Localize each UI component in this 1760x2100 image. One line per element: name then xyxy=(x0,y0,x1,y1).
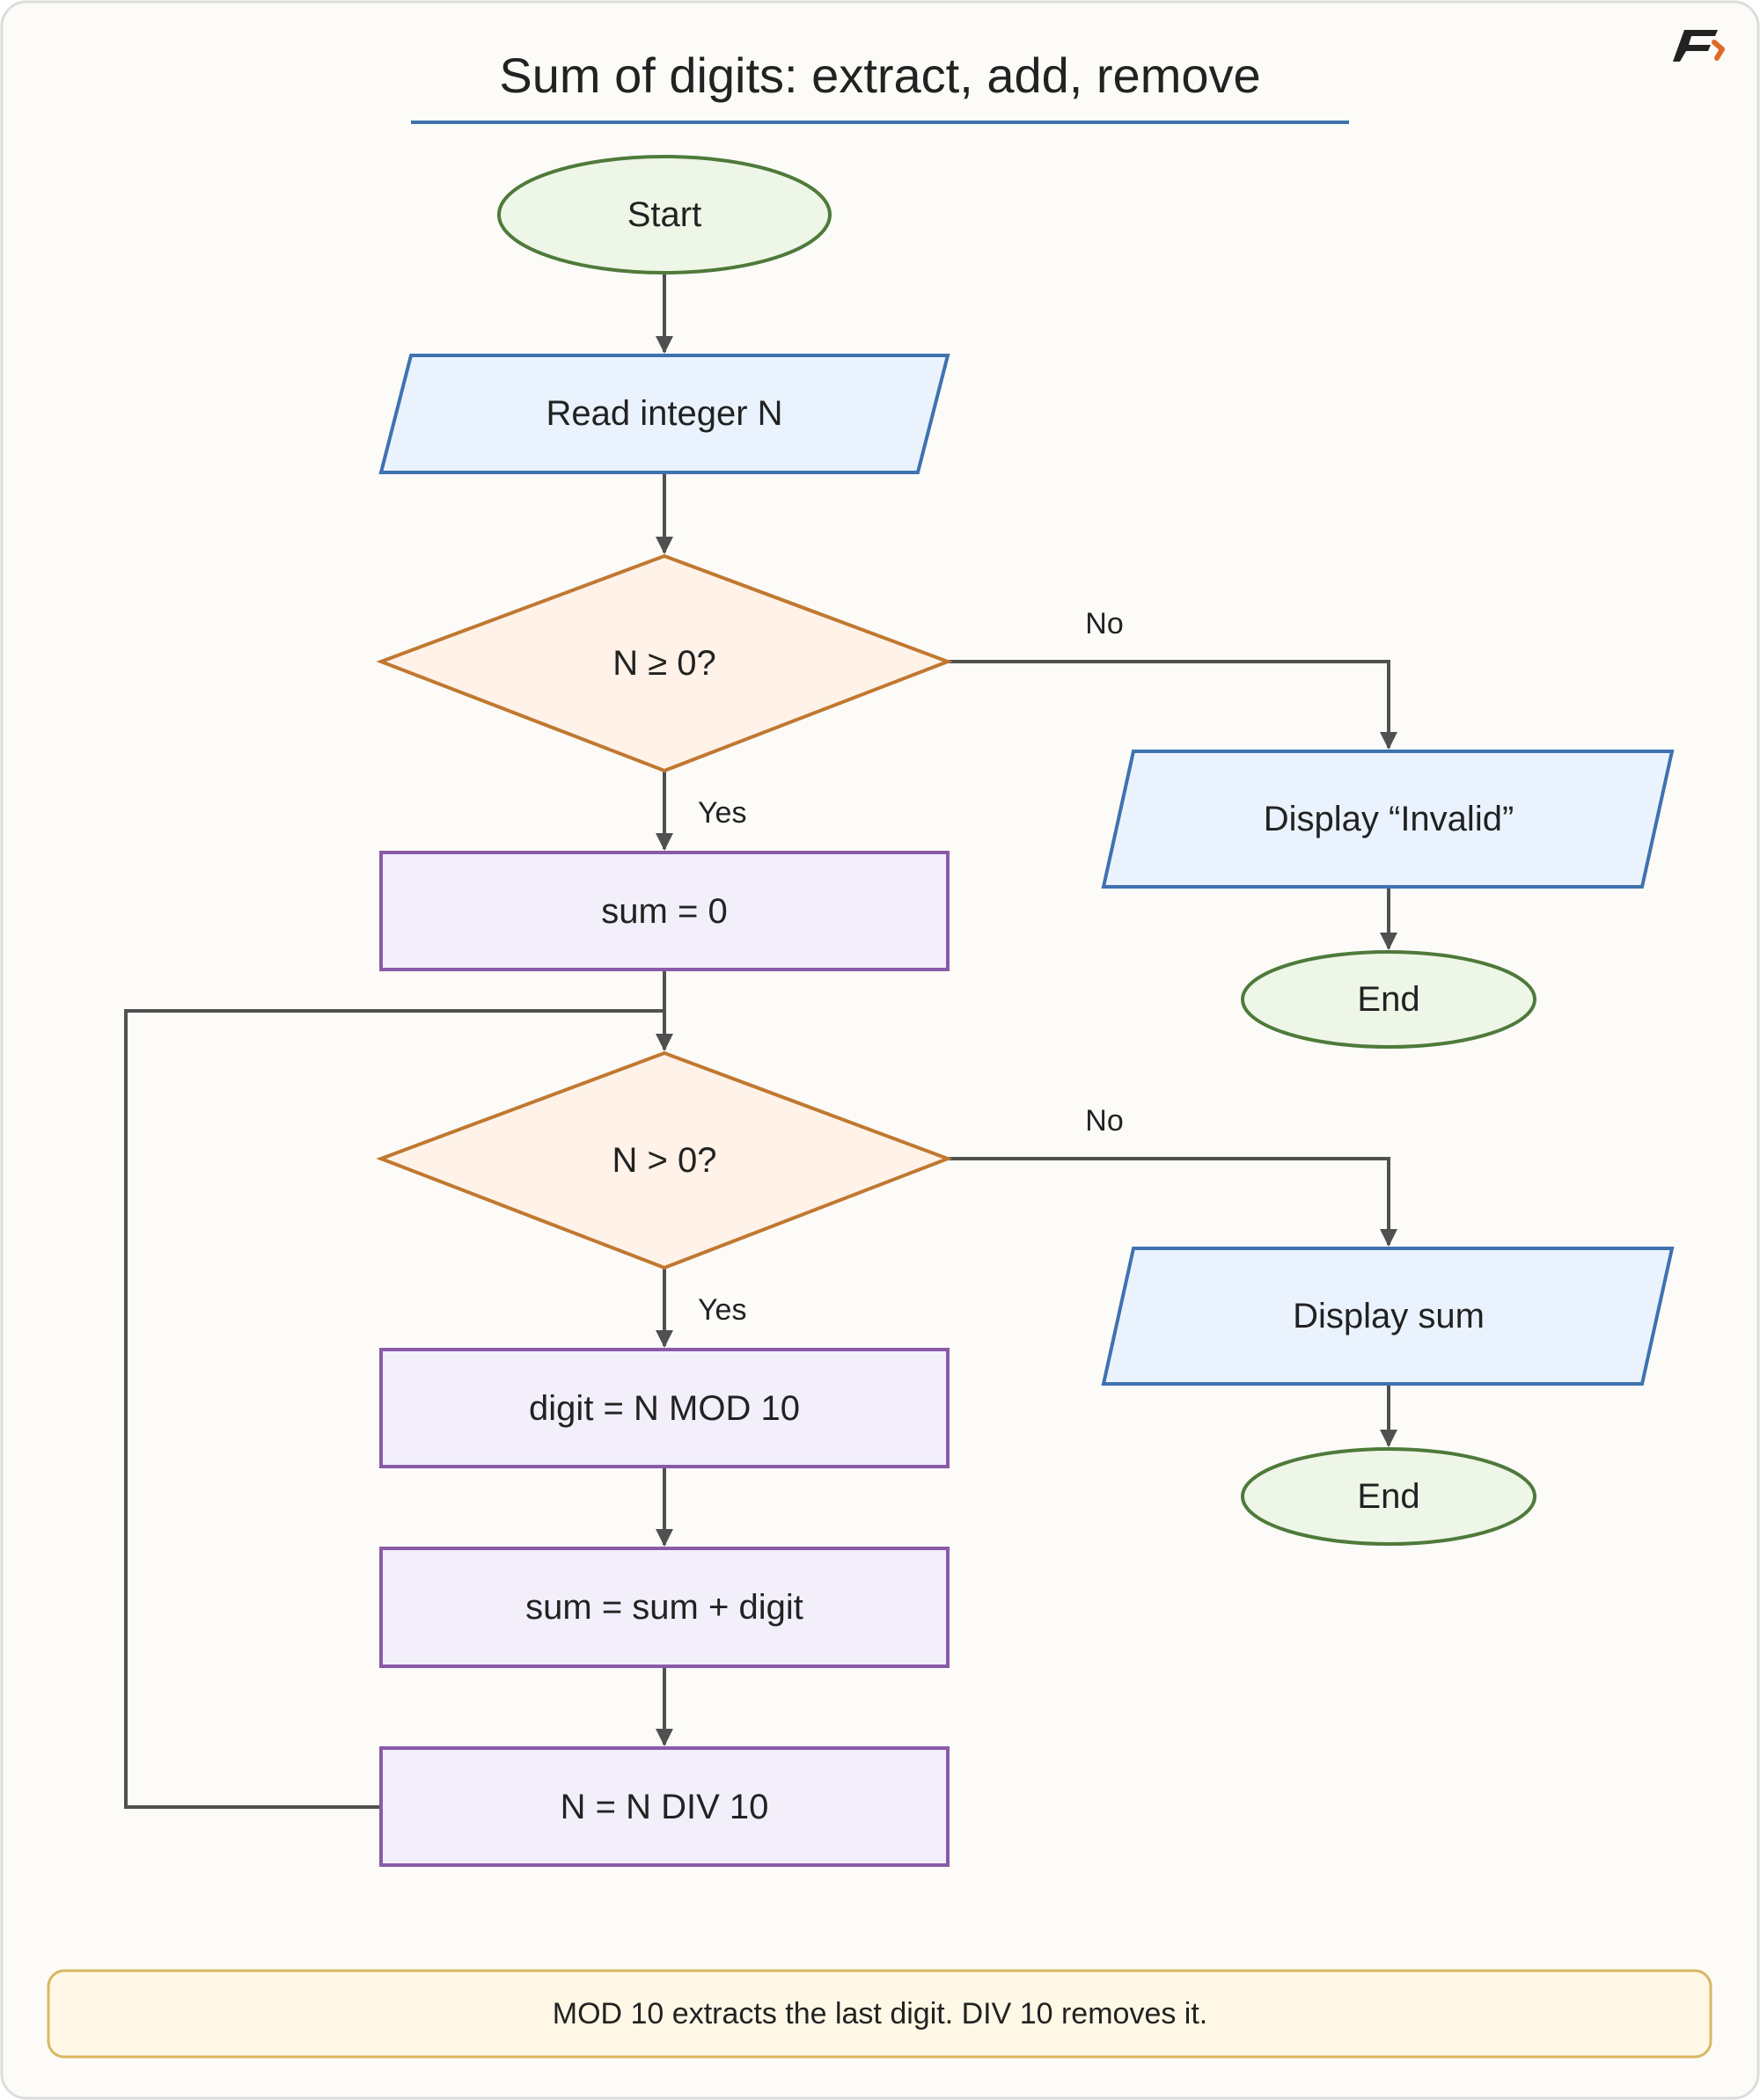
extract-digit-node: digit = N MOD 10 xyxy=(379,1348,950,1468)
read-input-label: Read integer N xyxy=(546,394,782,433)
edge-label-nonneg-yes: Yes xyxy=(698,796,746,830)
note-text: MOD 10 extracts the last digit. DIV 10 r… xyxy=(553,1997,1208,2030)
edge-nonneg-no xyxy=(948,660,1397,750)
edges xyxy=(124,274,1397,1809)
edge-label-positive-no: No xyxy=(1085,1104,1123,1138)
edge-label-nonneg-no: No xyxy=(1085,607,1123,640)
edge-loop-back xyxy=(124,1009,664,1809)
edge-positive-no xyxy=(948,1157,1397,1247)
extract-digit-label: digit = N MOD 10 xyxy=(529,1389,800,1428)
read-input-node: Read integer N xyxy=(378,354,950,474)
diagram-title: Sum of digits: extract, add, remove xyxy=(499,48,1260,103)
display-invalid-node: Display “Invalid” xyxy=(1101,750,1675,889)
remove-digit-node: N = N DIV 10 xyxy=(379,1746,950,1867)
end-sum-node: End xyxy=(1241,1447,1536,1546)
check-positive-label: N > 0? xyxy=(612,1141,717,1180)
end-invalid-label: End xyxy=(1357,980,1419,1019)
end-sum-label: End xyxy=(1357,1477,1419,1516)
add-digit-label: sum = sum + digit xyxy=(525,1588,803,1627)
add-digit-node: sum = sum + digit xyxy=(379,1547,950,1668)
start-node: Start xyxy=(497,155,832,274)
check-nonnegative-label: N ≥ 0? xyxy=(612,644,716,683)
logo-icon xyxy=(1673,30,1725,62)
display-sum-label: Display sum xyxy=(1293,1297,1485,1335)
edge-label-positive-yes: Yes xyxy=(698,1293,746,1327)
check-nonnegative-decision: N ≥ 0? xyxy=(376,553,953,773)
display-invalid-label: Display “Invalid” xyxy=(1264,800,1514,838)
start-label: Start xyxy=(627,195,701,234)
init-sum-node: sum = 0 xyxy=(379,851,950,971)
note-box: MOD 10 extracts the last digit. DIV 10 r… xyxy=(47,1969,1712,2059)
remove-digit-label: N = N DIV 10 xyxy=(561,1788,769,1826)
end-invalid-node: End xyxy=(1241,950,1536,1049)
init-sum-label: sum = 0 xyxy=(601,892,727,931)
check-positive-decision: N > 0? xyxy=(376,1050,953,1270)
display-sum-node: Display sum xyxy=(1101,1247,1675,1386)
